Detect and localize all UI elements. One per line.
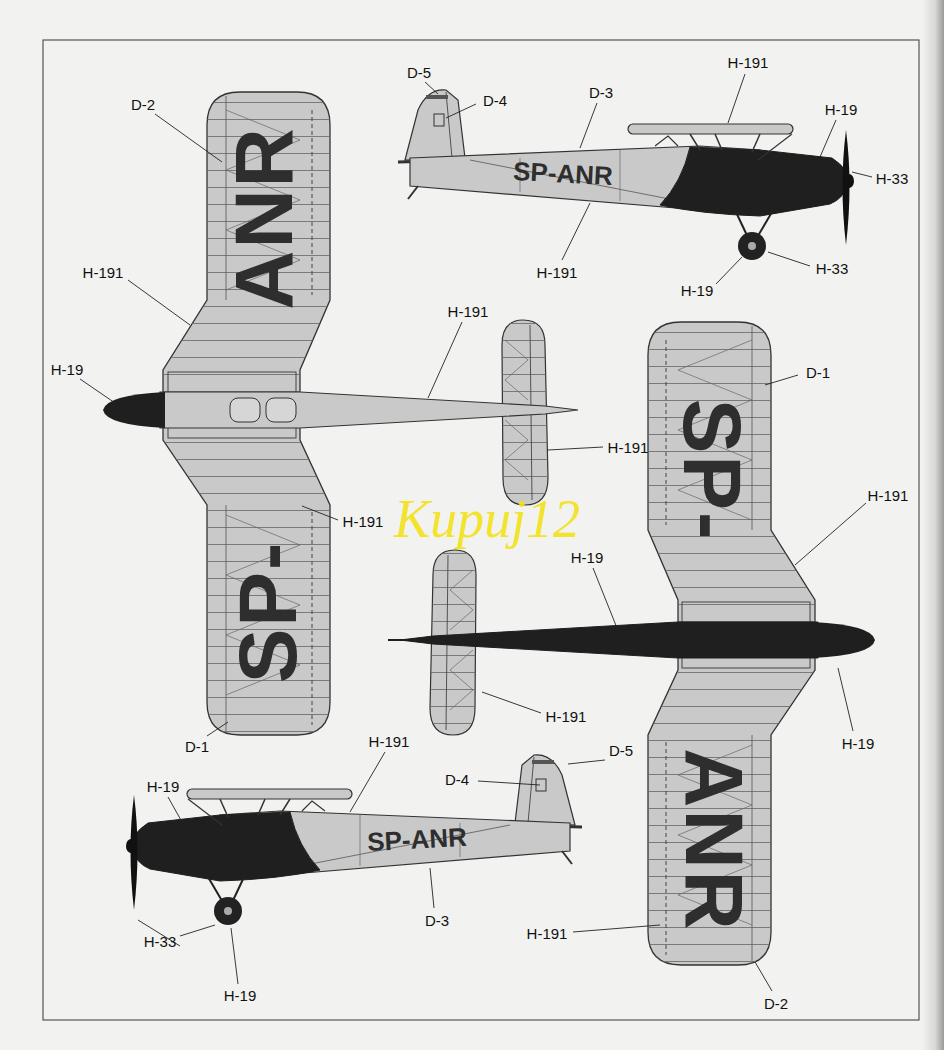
registration-marking: SP- — [665, 399, 759, 542]
callout-code: H-33 — [144, 933, 177, 950]
callout-code: H-191 — [83, 264, 124, 281]
callout-code: D-3 — [589, 84, 613, 101]
callout-code: H-191 — [608, 439, 649, 456]
callout-code: D-1 — [806, 364, 830, 381]
callout-code: H-19 — [842, 735, 875, 752]
registration-marking: SP- — [221, 541, 315, 684]
callout-code: D-3 — [425, 912, 449, 929]
registration-marking: SP-ANR — [512, 156, 613, 192]
callout-code: H-191 — [546, 708, 587, 725]
watermark: Kupuj12 — [394, 488, 580, 550]
callout-code: H-19 — [825, 101, 858, 118]
callout-code: D-2 — [131, 96, 155, 113]
leader-lines — [80, 74, 872, 991]
callout-code: H-19 — [224, 987, 257, 1004]
callout-code: H-19 — [571, 549, 604, 566]
registration-marking: SP-ANR — [366, 822, 467, 858]
callout-code: D-1 — [185, 738, 209, 755]
callout-code: H-191 — [868, 487, 909, 504]
callout-code: H-19 — [147, 778, 180, 795]
callout-code: H-191 — [369, 733, 410, 750]
side-view-left — [126, 755, 582, 925]
callout-code: H-33 — [876, 170, 909, 187]
callout-code: H-191 — [343, 513, 384, 530]
spinner — [103, 392, 165, 428]
registration-marking: ANR — [217, 126, 311, 310]
side-view-right — [398, 90, 854, 260]
callout-code: D-4 — [483, 92, 507, 109]
callout-code: D-5 — [407, 64, 431, 81]
top-view-fuselage — [160, 392, 578, 428]
callout-code: H-191 — [728, 54, 769, 71]
frame — [43, 40, 919, 1020]
bottom-view-fuselage — [388, 622, 875, 658]
callout-code: H-19 — [681, 282, 714, 299]
callout-code: H-191 — [527, 925, 568, 942]
callout-code: H-33 — [816, 260, 849, 277]
callout-code: D-5 — [609, 742, 633, 759]
page-edge — [922, 0, 944, 1050]
callout-code: D-4 — [445, 771, 469, 788]
registration-marking: ANR — [667, 748, 761, 932]
callout-code: D-2 — [764, 995, 788, 1012]
cockpit — [266, 398, 296, 422]
cockpit — [230, 398, 260, 422]
callout-code: H-19 — [51, 361, 84, 378]
callout-code: H-191 — [537, 264, 578, 281]
callout-code: H-191 — [448, 303, 489, 320]
